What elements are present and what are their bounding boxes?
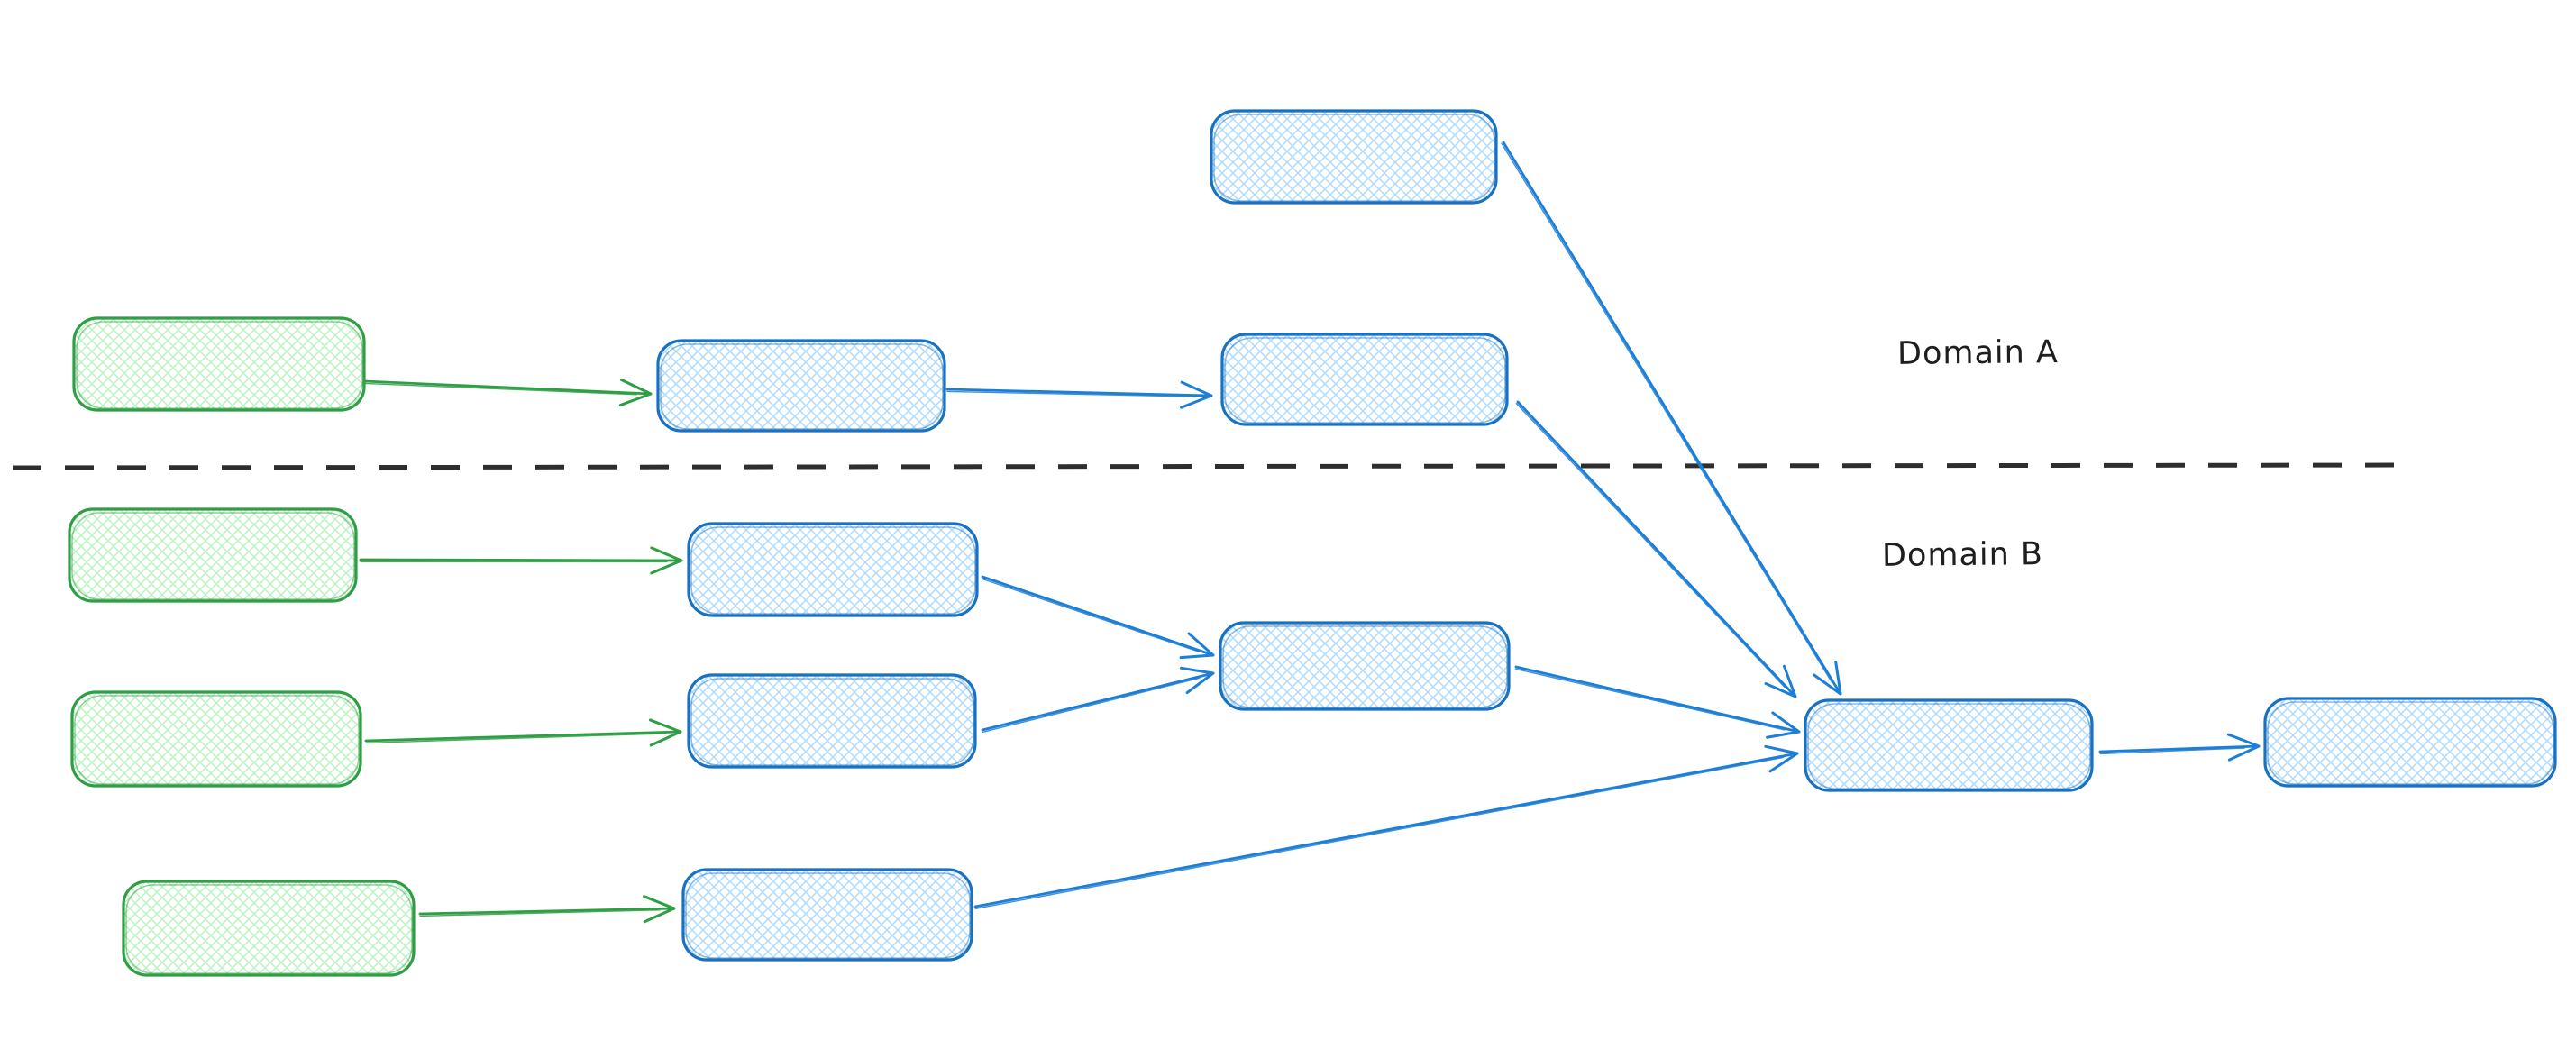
node-b-source1[interactable] (68, 507, 358, 603)
arrow-b-stage2-to-b-merge[interactable] (981, 666, 1215, 734)
arrow-b-merge-to-sink[interactable] (1514, 665, 1801, 739)
arrow-a-stage2-to-sink[interactable] (1515, 400, 1797, 698)
node-b-source3[interactable] (122, 880, 416, 977)
arrow-sink-to-final[interactable] (2098, 733, 2261, 762)
domain-a-label[interactable]: Domain A (1896, 334, 2060, 372)
node-b-stage1[interactable] (687, 522, 979, 617)
arrow-b-source2-to-b-stage2[interactable] (364, 718, 682, 747)
arrow-a-top-input-to-sink[interactable] (1501, 141, 1842, 696)
arrow-b-source3-to-b-stage3[interactable] (418, 895, 676, 924)
domain-b-label[interactable]: Domain B (1881, 536, 2044, 574)
domain-divider-line[interactable] (12, 462, 2416, 470)
arrow-b-stage1-to-b-merge[interactable] (981, 575, 1215, 660)
node-b-stage2[interactable] (687, 673, 977, 769)
node-b-merge[interactable] (1219, 621, 1511, 711)
arrow-b-source1-to-b-stage1[interactable] (359, 546, 683, 575)
node-a-stage1[interactable] (656, 339, 946, 433)
arrow-a-stage1-to-a-stage2[interactable] (945, 380, 1213, 409)
arrow-b-stage3-to-sink[interactable] (973, 744, 1799, 910)
node-a-stage2[interactable] (1220, 333, 1509, 426)
node-sink[interactable] (1804, 698, 2094, 792)
arrow-a-source-to-a-stage1[interactable] (362, 379, 653, 407)
node-b-source2[interactable] (70, 690, 362, 788)
node-a-top-input[interactable] (1210, 109, 1498, 205)
node-b-stage3[interactable] (681, 868, 973, 962)
node-final[interactable] (2263, 697, 2557, 788)
node-a-source[interactable] (72, 316, 366, 412)
